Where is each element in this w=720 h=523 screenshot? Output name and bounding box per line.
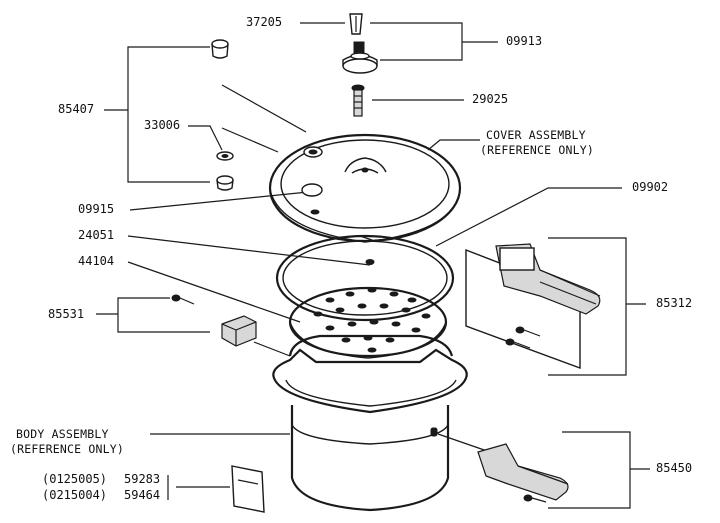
- manual-code-2: (0215004): [42, 488, 108, 502]
- cover-assembly-title: COVER ASSEMBLY: [486, 128, 586, 142]
- part-label-09913: 09913: [506, 34, 543, 48]
- body-assembly-note: (REFERENCE ONLY): [10, 442, 124, 456]
- part-label-09915: 09915: [78, 202, 115, 216]
- overpressure-plug-85407: [211, 39, 229, 59]
- manual-part-2: 59464: [124, 488, 161, 502]
- cover-assembly-note: (REFERENCE ONLY): [480, 143, 594, 157]
- leader-lines: [96, 22, 650, 509]
- gasket-33006: [216, 151, 234, 161]
- cooking-rack-24051: [288, 286, 448, 359]
- part-label-24051: 24051: [78, 228, 115, 242]
- part-label-44104: 44104: [78, 254, 115, 268]
- regulator-weight-37205: [349, 13, 363, 35]
- body-handle-85450: [477, 443, 569, 503]
- sealing-ring-09902: [275, 234, 455, 322]
- manual-code-1: (0125005): [42, 472, 108, 486]
- body-assembly: [272, 334, 468, 512]
- part-label-33006: 33006: [144, 118, 181, 132]
- helper-handle-85531: [221, 315, 257, 347]
- instruction-booklet: [231, 465, 265, 513]
- part-label-37205: 37205: [246, 15, 283, 29]
- part-label-09902: 09902: [632, 180, 669, 194]
- pressure-regulator-09913: [342, 41, 378, 74]
- body-assembly-title: BODY ASSEMBLY: [16, 427, 109, 441]
- cover-assembly: [268, 133, 462, 243]
- cover-handle-85312: [465, 243, 601, 370]
- manual-part-1: 59283: [124, 472, 161, 486]
- part-label-85312: 85312: [656, 296, 693, 310]
- plug-85407-lower: [216, 175, 234, 191]
- part-label-85531: 85531: [48, 307, 85, 321]
- screw-85531: [171, 294, 195, 305]
- part-label-85407: 85407: [58, 102, 95, 116]
- part-label-85450: 85450: [656, 461, 693, 475]
- vent-pipe-29025: [351, 84, 365, 117]
- part-label-29025: 29025: [472, 92, 509, 106]
